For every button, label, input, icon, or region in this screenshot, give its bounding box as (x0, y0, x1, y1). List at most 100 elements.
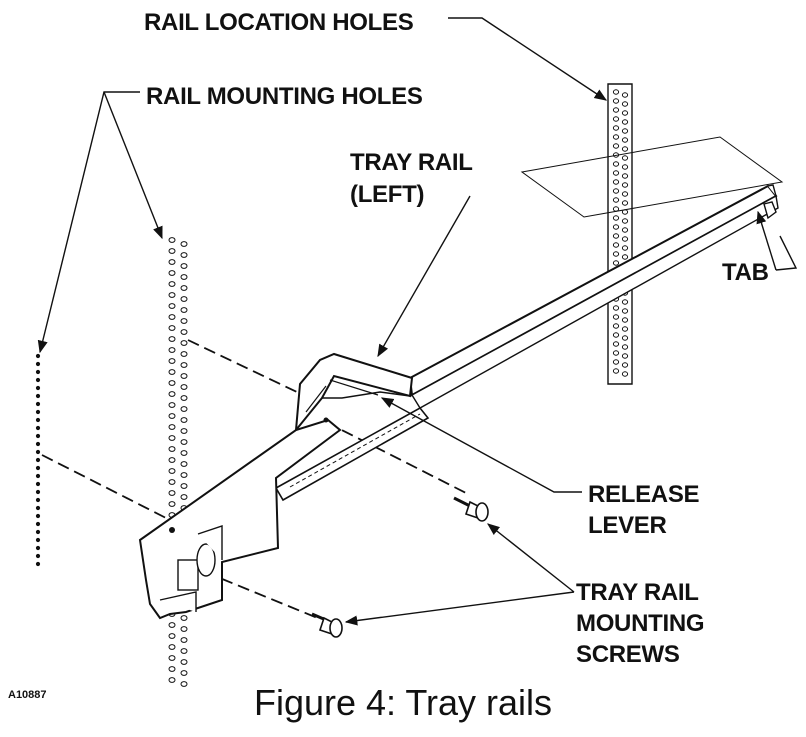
mounting-hole (180, 417, 188, 423)
mounting-hole (612, 188, 620, 194)
mounting-hole (180, 637, 188, 643)
mounting-screw-rear (453, 496, 489, 522)
tray-rail-label-line1: TRAY RAIL (350, 149, 473, 176)
mounting-hole (180, 461, 188, 467)
mounting-hole (612, 98, 620, 104)
mounting-screws-label-line2: MOUNTING (576, 610, 704, 637)
mounting-hole (168, 270, 176, 276)
mounting-hole (35, 513, 41, 519)
mounting-hole (180, 384, 188, 390)
mounting-hole (35, 465, 41, 471)
mounting-hole (35, 449, 41, 455)
mounting-hole (612, 368, 620, 374)
mounting-hole (621, 236, 629, 242)
mounting-hole (612, 89, 620, 95)
tray-rail-label-line2: (LEFT) (350, 181, 424, 208)
mounting-hole (168, 655, 176, 661)
mounting-hole (35, 441, 41, 447)
alignment-plane (520, 136, 784, 218)
mounting-hole (621, 362, 629, 368)
mounting-hole (621, 164, 629, 170)
release-lever-label-line1: RELEASE (588, 481, 700, 508)
figure-code: A10887 (8, 689, 47, 701)
mounting-hole (612, 107, 620, 113)
mounting-hole (612, 233, 620, 239)
mounting-hole (612, 134, 620, 140)
mounting-hole (35, 473, 41, 479)
mounting-hole (35, 417, 41, 423)
mounting-hole (168, 336, 176, 342)
mounting-hole (180, 439, 188, 445)
mounting-hole (180, 318, 188, 324)
mounting-hole (35, 497, 41, 503)
mounting-hole (168, 490, 176, 496)
mounting-hole (35, 545, 41, 551)
mounting-hole (180, 648, 188, 654)
mounting-hole (180, 472, 188, 478)
mounting-hole (621, 245, 629, 251)
mounting-hole (35, 385, 41, 391)
mounting-hole (168, 292, 176, 298)
mounting-hole (180, 351, 188, 357)
mounting-hole (180, 681, 188, 687)
mounting-hole (35, 505, 41, 511)
mounting-hole (612, 341, 620, 347)
mounting-hole (168, 391, 176, 397)
mounting-hole (35, 409, 41, 415)
mounting-hole (621, 191, 629, 197)
mounting-hole (621, 335, 629, 341)
mounting-hole (621, 344, 629, 350)
mounting-hole (168, 435, 176, 441)
mounting-hole (168, 501, 176, 507)
mounting-hole (612, 323, 620, 329)
mounting-hole (168, 446, 176, 452)
mounting-hole (168, 259, 176, 265)
mounting-hole (621, 101, 629, 107)
mounting-hole (35, 369, 41, 375)
left-rail-holes (35, 353, 41, 567)
mounting-hole (612, 359, 620, 365)
mounting-hole (168, 677, 176, 683)
mounting-hole (168, 347, 176, 353)
mounting-hole (180, 296, 188, 302)
mounting-hole (180, 406, 188, 412)
mounting-hole (35, 425, 41, 431)
mounting-hole (621, 254, 629, 260)
mounting-hole (621, 146, 629, 152)
mounting-hole (168, 622, 176, 628)
mounting-hole (612, 197, 620, 203)
mounting-hole (35, 481, 41, 487)
mounting-hole (180, 241, 188, 247)
mounting-hole (168, 314, 176, 320)
mounting-hole (168, 413, 176, 419)
mounting-hole (168, 358, 176, 364)
mounting-hole (180, 373, 188, 379)
mounting-hole (612, 215, 620, 221)
mounting-hole (612, 116, 620, 122)
mounting-hole (35, 561, 41, 567)
mounting-hole (621, 326, 629, 332)
mounting-hole (621, 137, 629, 143)
mounting-hole (621, 182, 629, 188)
mounting-hole (612, 305, 620, 311)
mounting-hole (180, 494, 188, 500)
release-lever-label-line2: LEVER (588, 512, 667, 539)
front-rail-post (168, 237, 188, 687)
rail-location-holes-label: RAIL LOCATION HOLES (144, 9, 414, 36)
mounting-hole (35, 521, 41, 527)
mounting-screws-label-line1: TRAY RAIL (576, 579, 699, 606)
mounting-hole (168, 303, 176, 309)
mounting-hole (621, 299, 629, 305)
mounting-hole (180, 329, 188, 335)
mounting-hole (180, 263, 188, 269)
mounting-screws-label-line3: SCREWS (576, 641, 680, 668)
mounting-hole (180, 362, 188, 368)
mounting-hole (621, 317, 629, 323)
mounting-hole (621, 308, 629, 314)
mounting-hole (180, 274, 188, 280)
mounting-hole (621, 353, 629, 359)
mounting-hole (168, 633, 176, 639)
mounting-hole (168, 402, 176, 408)
mounting-hole (35, 353, 41, 359)
